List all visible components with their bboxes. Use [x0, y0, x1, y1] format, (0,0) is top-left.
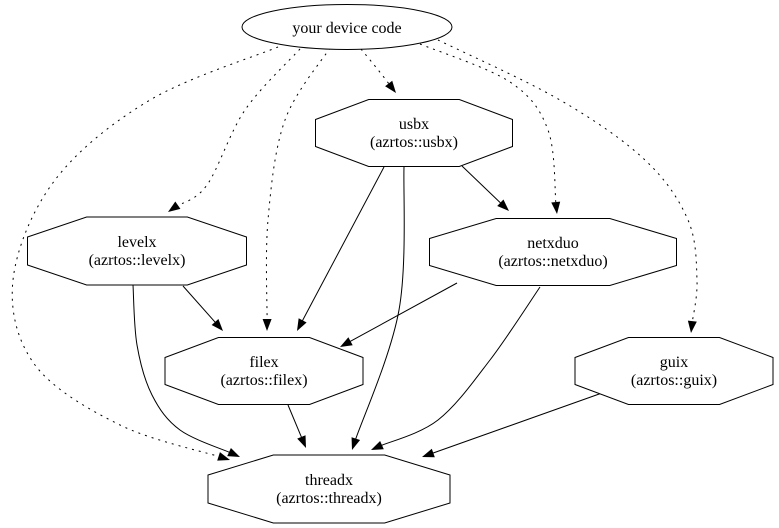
node-device: your device code — [241, 4, 453, 50]
edge-device-levelx — [168, 48, 301, 212]
arrowhead-icon — [385, 80, 396, 93]
arrowhead-icon — [297, 318, 307, 331]
edge-netxduo-filex — [340, 282, 458, 347]
node-shape — [241, 4, 453, 50]
node-label: levelx — [117, 234, 156, 251]
node-sublabel: (azrtos::netxduo) — [498, 253, 607, 270]
arrowhead-icon — [262, 318, 272, 331]
edge-guix-threadx — [422, 392, 603, 458]
edge-device-threadx — [11, 46, 279, 461]
node-label: your device code — [292, 20, 401, 37]
node-label: threadx — [305, 472, 353, 489]
arrowhead-icon — [168, 201, 181, 212]
node-netxduo: netxduo(azrtos::netxduo) — [429, 218, 677, 286]
node-guix: guix(azrtos::guix) — [574, 337, 774, 405]
arrowhead-icon — [217, 452, 230, 461]
edge-device-netxduo — [419, 43, 561, 214]
arrowhead-icon — [551, 201, 561, 214]
node-label: netxduo — [527, 235, 579, 252]
arrowhead-icon — [340, 337, 353, 347]
edge-levelx-threadx — [132, 284, 240, 457]
arrowhead-icon — [297, 435, 306, 448]
node-sublabel: (azrtos::threadx) — [276, 490, 382, 507]
arrowhead-icon — [371, 440, 384, 450]
arrowhead-icon — [211, 319, 223, 331]
arrowhead-icon — [687, 320, 697, 333]
node-levelx: levelx(azrtos::levelx) — [27, 216, 247, 286]
arrowhead-icon — [422, 448, 435, 458]
node-shape — [574, 337, 774, 405]
edge-device-filex — [262, 47, 331, 331]
node-sublabel: (azrtos::levelx) — [89, 252, 186, 269]
node-shape — [315, 99, 513, 167]
node-shape — [164, 337, 364, 405]
edge-layer — [11, 39, 698, 461]
edge-usbx-threadx — [351, 166, 405, 450]
edge-device-usbx — [360, 48, 396, 93]
node-shape — [207, 454, 451, 524]
edge-levelx-filex — [182, 285, 223, 331]
edge-usbx-netxduo — [461, 165, 509, 211]
arrowhead-icon — [351, 437, 361, 450]
arrowhead-icon — [497, 199, 509, 211]
arrowhead-icon — [227, 447, 240, 457]
edge-device-guix — [437, 39, 698, 333]
node-sublabel: (azrtos::filex) — [220, 372, 307, 389]
node-threadx: threadx(azrtos::threadx) — [207, 454, 451, 524]
node-filex: filex(azrtos::filex) — [164, 337, 364, 405]
node-shape — [27, 216, 247, 286]
node-label: filex — [249, 354, 278, 371]
node-shape — [429, 218, 677, 286]
node-sublabel: (azrtos::usbx) — [370, 134, 458, 151]
edge-netxduo-threadx — [371, 286, 541, 450]
edge-filex-threadx — [287, 404, 306, 448]
edge-usbx-filex — [297, 166, 385, 331]
node-sublabel: (azrtos::guix) — [631, 372, 717, 389]
node-usbx: usbx(azrtos::usbx) — [315, 99, 513, 167]
node-label: usbx — [399, 116, 429, 133]
node-layer: your device codeusbx(azrtos::usbx)levelx… — [27, 4, 774, 524]
node-label: guix — [660, 354, 688, 371]
